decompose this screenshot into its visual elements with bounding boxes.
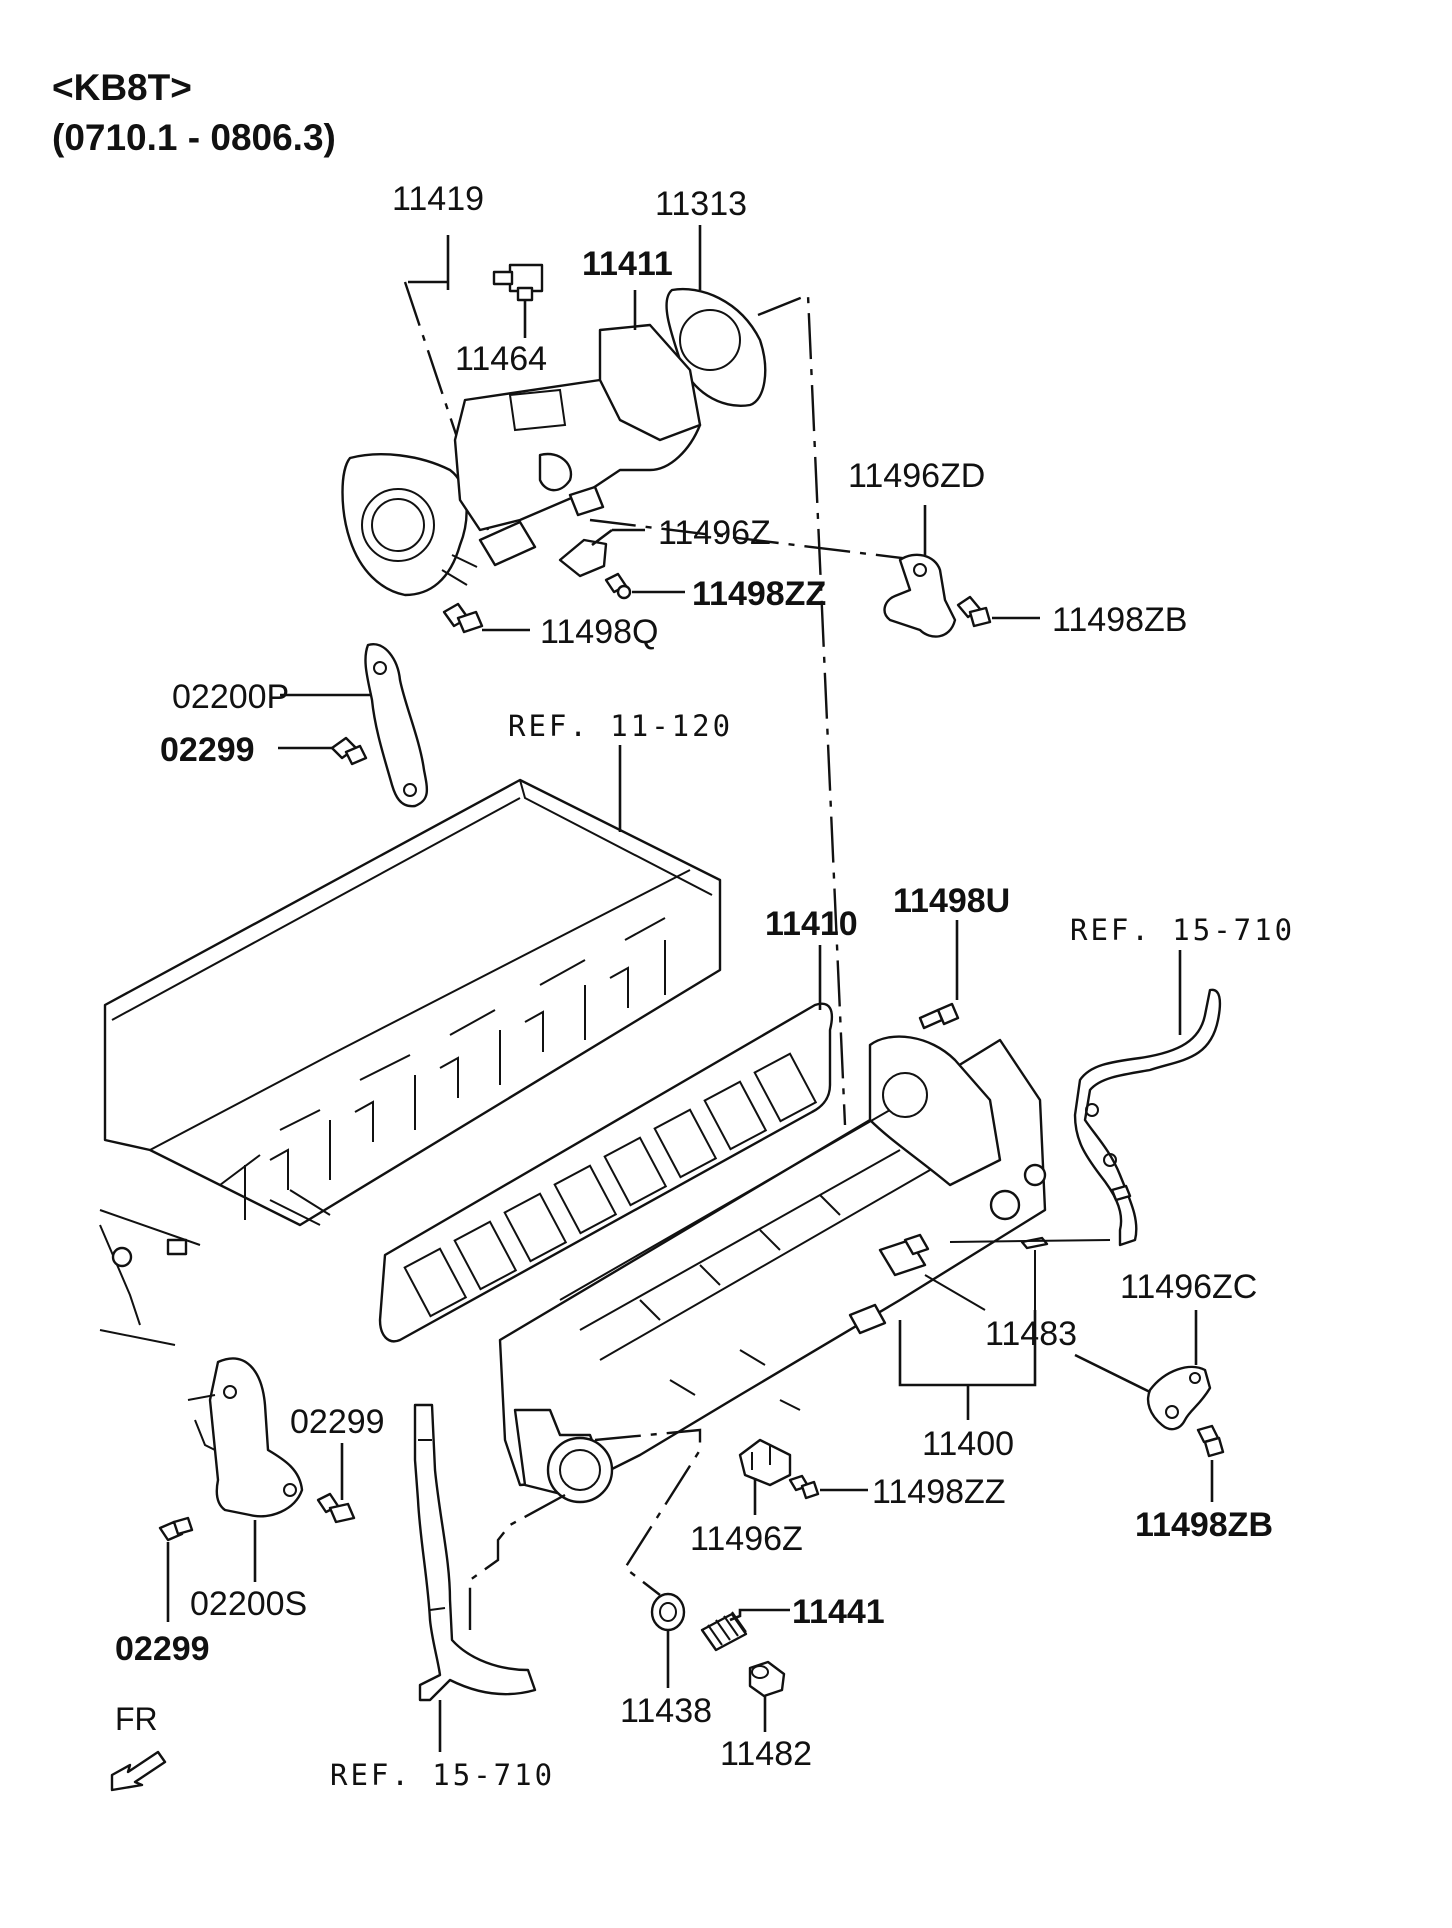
label-11313: 11313 xyxy=(655,185,747,223)
bolt-11498u xyxy=(918,1002,960,1030)
label-11496z-bottom: 11496Z xyxy=(690,1520,803,1558)
hose-ref-15-710-bottom xyxy=(413,1403,537,1702)
leader-dashed-11496zd xyxy=(589,518,919,562)
egr-body-11411 xyxy=(341,323,702,597)
plug-11482 xyxy=(748,1660,786,1698)
label-11419: 11419 xyxy=(392,180,484,218)
leader-11483 xyxy=(924,1239,1111,1311)
sensor-11464 xyxy=(492,263,544,302)
bracket-11496zc xyxy=(1146,1365,1212,1431)
bolt-11498zz-top xyxy=(604,572,632,600)
engine-block xyxy=(99,778,722,1346)
label-11400: 11400 xyxy=(922,1425,1014,1463)
bracket-11496zd xyxy=(883,553,957,638)
bolt-11498zb-bottom xyxy=(1196,1424,1225,1458)
seal-11438 xyxy=(650,1592,686,1632)
label-02299-c: 02299 xyxy=(115,1630,210,1668)
gasket-11410 xyxy=(378,1002,834,1343)
label-11410: 11410 xyxy=(765,905,858,943)
label-11464: 11464 xyxy=(455,340,547,378)
bracket-02200s xyxy=(208,1357,304,1518)
bolt-11498zb-top xyxy=(956,595,992,628)
front-arrow-icon xyxy=(110,1750,167,1792)
label-11498zb-top: 11498ZB xyxy=(1052,601,1187,639)
label-11496z-top: 11496Z xyxy=(658,514,771,552)
hose-ref-15-710-top xyxy=(1073,988,1222,1247)
label-02200s: 02200S xyxy=(190,1585,307,1623)
label-11482: 11482 xyxy=(720,1735,812,1773)
label-11483: 11483 xyxy=(985,1315,1077,1353)
date-range: (0710.1 - 0806.3) xyxy=(52,117,336,158)
spring-11441 xyxy=(700,1611,748,1652)
intake-manifold-11400 xyxy=(498,1035,1047,1504)
label-11498zz-top: 11498ZZ xyxy=(692,575,826,613)
label-11498q: 11498Q xyxy=(540,613,658,651)
bolt-02299-b xyxy=(316,1492,356,1524)
label-11411: 11411 xyxy=(582,245,673,283)
label-11498zb-bottom: 11498ZB xyxy=(1135,1506,1273,1544)
bracket-11496z-bottom xyxy=(738,1438,792,1487)
label-11441: 11441 xyxy=(792,1593,885,1631)
ref-15-710-top-label: REF. 15-710 xyxy=(1070,913,1295,947)
label-11496zd: 11496ZD xyxy=(848,457,985,495)
label-11498zz-bottom: 11498ZZ xyxy=(872,1473,1006,1511)
label-11496zc: 11496ZC xyxy=(1120,1268,1257,1306)
bracket-lines-11400 xyxy=(898,1310,1037,1420)
bracket-11496z-top xyxy=(558,538,608,578)
label-02200p: 02200P xyxy=(172,678,289,716)
model-code: <KB8T> xyxy=(52,67,192,108)
ref-15-710-bottom-label: REF. 15-710 xyxy=(330,1758,555,1792)
fr-label: FR xyxy=(115,1701,158,1737)
label-11438: 11438 xyxy=(620,1692,712,1730)
bracket-02200p xyxy=(364,643,429,808)
label-02299-b: 02299 xyxy=(290,1403,385,1441)
label-02299-a: 02299 xyxy=(160,731,255,769)
label-11498u: 11498U xyxy=(893,882,1010,920)
ref-11-120-label: REF. 11-120 xyxy=(508,709,733,743)
bolt-11498zz-bottom xyxy=(788,1474,820,1500)
o-ring-11483 xyxy=(1020,1236,1049,1250)
bolt-11498q xyxy=(442,602,484,634)
bolt-02299-c xyxy=(158,1516,194,1542)
bolt-02299-a xyxy=(330,736,368,766)
